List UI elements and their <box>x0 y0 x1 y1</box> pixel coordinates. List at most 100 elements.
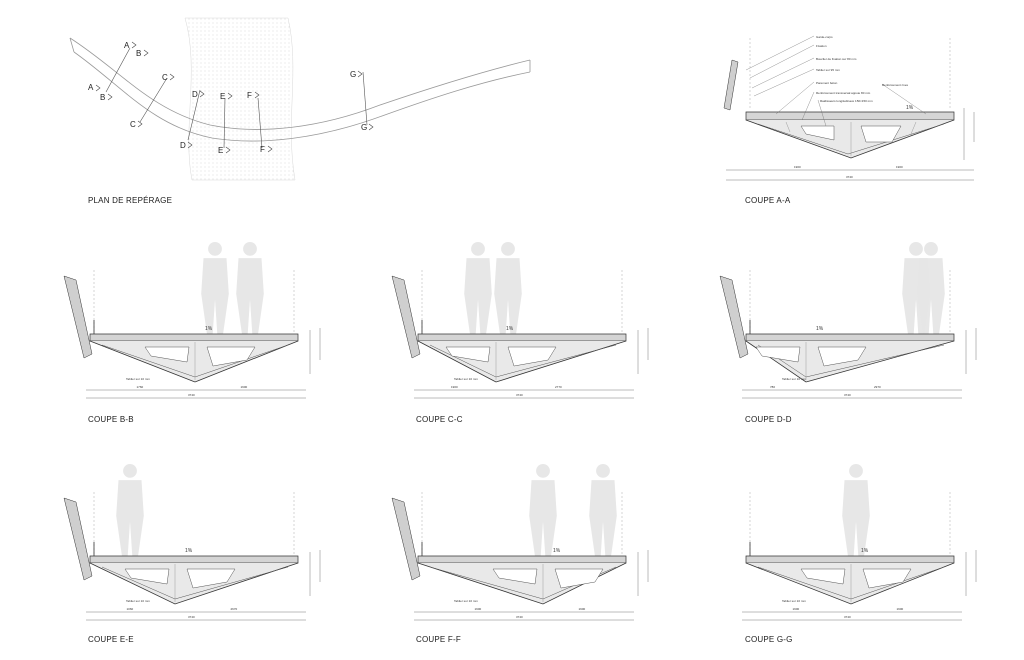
dim-right: 2770 <box>555 385 562 389</box>
dim-right: 1900 <box>897 607 904 611</box>
hull-void-right <box>862 568 912 589</box>
section-dd-caption: COUPE D-D <box>745 415 792 424</box>
silhouette-figure <box>589 464 617 556</box>
slope-label: 1% <box>906 105 914 111</box>
marker-f-bottom: F <box>260 145 265 154</box>
section-bb-drawing: 1% Tablier sur 10 mm 1760 1900 3740 <box>63 242 321 399</box>
dim-right: 1900 <box>241 385 248 389</box>
guardrail-posts <box>749 38 951 110</box>
annotation-leaders <box>745 35 927 127</box>
dim-left: 780 <box>770 385 775 389</box>
dim-left: 1900 <box>451 385 458 389</box>
svg-text:1900: 1900 <box>794 165 801 169</box>
dim-total: 3740 <box>516 615 523 619</box>
svg-text:Raidisseurs longitudinaux 150×: Raidisseurs longitudinaux 150×150 mm <box>820 99 873 103</box>
section-ee-caption: COUPE E-E <box>88 635 134 644</box>
slope-label: 1% <box>816 326 824 332</box>
section-dd-drawing: 1% Tablier sur 10 mm 780 2970 3740 <box>719 242 977 399</box>
deck-note: Tablier sur 10 mm <box>126 599 150 603</box>
hull-void-right <box>817 346 867 367</box>
annotation-texts: Garde-corps Fixation Bouclier de fixatio… <box>816 35 909 103</box>
silhouette-figure <box>201 242 229 334</box>
hull-void-left <box>445 346 491 363</box>
marker-c-top: C <box>162 73 168 82</box>
svg-text:Renforcement rives: Renforcement rives <box>882 83 909 87</box>
marker-a-bottom: A <box>88 83 94 92</box>
plan-caption: PLAN DE REPÉRAGE <box>88 196 173 205</box>
dim-right: 2670 <box>231 607 238 611</box>
handrail-left <box>391 497 421 581</box>
marker-c-bottom: C <box>130 120 136 129</box>
hull-void-left <box>755 346 801 363</box>
deck-slab <box>745 555 955 564</box>
slope-label: 1% <box>205 326 213 332</box>
dim-left: 1060 <box>127 607 134 611</box>
silhouette-figure <box>464 242 492 334</box>
silhouette-figure <box>494 242 522 334</box>
svg-text:3740: 3740 <box>846 175 853 179</box>
deck-note: Tablier sur 10 mm <box>454 599 478 603</box>
silhouette-figure <box>842 464 870 556</box>
marker-labels: A B A B C C D D E E F F G G <box>88 41 367 155</box>
svg-text:Fixation: Fixation <box>816 44 827 48</box>
dimension-labels: 1900 1900 3740 <box>794 165 903 179</box>
hull-void-right <box>186 568 236 589</box>
slope-label: 1% <box>185 548 193 554</box>
silhouette-figure <box>917 242 945 334</box>
hull-void-left <box>492 568 538 585</box>
marker-e-top: E <box>220 92 225 101</box>
slope-label: 1% <box>861 548 869 554</box>
hull-void-left <box>144 346 190 363</box>
section-bb-caption: COUPE B-B <box>88 415 134 424</box>
deck-note: Tablier sur 10 mm <box>782 377 806 381</box>
handrail-left <box>719 275 749 359</box>
dim-right: 1900 <box>579 607 586 611</box>
section-gg-caption: COUPE G-G <box>745 635 793 644</box>
silhouette-figure <box>236 242 264 334</box>
hull-void-left <box>800 568 846 585</box>
dim-right: 2970 <box>874 385 881 389</box>
dim-total: 3740 <box>516 393 523 397</box>
handrail-left <box>63 497 93 581</box>
deck-slab <box>745 333 955 342</box>
svg-text:Parement béton: Parement béton <box>816 81 838 85</box>
svg-text:Garde-corps: Garde-corps <box>816 35 833 39</box>
marker-b-top: B <box>136 49 141 58</box>
hull-outline <box>89 340 299 383</box>
silhouette-figure <box>116 464 144 556</box>
svg-text:Tablier sur 95 mm: Tablier sur 95 mm <box>816 68 840 72</box>
bridge-path-upper <box>69 37 531 130</box>
dim-total: 3740 <box>188 615 195 619</box>
section-ee-drawing: 1% Tablier sur 10 mm 1060 2670 3740 <box>63 464 321 621</box>
bridge-path-lower <box>73 51 531 142</box>
hull-void-right <box>206 346 256 367</box>
dim-total: 3740 <box>844 615 851 619</box>
hull-void-right <box>860 125 902 143</box>
deck-slab <box>89 555 299 564</box>
hull-void-right <box>507 346 557 367</box>
dim-total: 3740 <box>188 393 195 397</box>
marker-g-top: G <box>350 70 356 79</box>
dim-left: 1900 <box>475 607 482 611</box>
marker-d-top: D <box>192 90 198 99</box>
silhouette-figure <box>529 464 557 556</box>
slope-label: 1% <box>553 548 561 554</box>
hull-outline <box>745 119 955 159</box>
deck-slab <box>89 333 299 342</box>
river-band <box>184 17 296 181</box>
dim-left: 1760 <box>137 385 144 389</box>
hull-void-left <box>800 125 835 141</box>
slope-label: 1% <box>506 326 514 332</box>
deck-note: Tablier sur 10 mm <box>126 377 150 381</box>
hull-void-right <box>554 568 604 589</box>
handrail-left <box>391 275 421 359</box>
dim-total: 3740 <box>844 393 851 397</box>
deck-slab <box>417 555 627 564</box>
section-cc-caption: COUPE C-C <box>416 415 463 424</box>
section-ff-caption: COUPE F-F <box>416 635 461 644</box>
section-ff-drawing: 1% Tablier sur 10 mm 1900 1900 3740 <box>391 464 649 621</box>
svg-text:1900: 1900 <box>896 165 903 169</box>
